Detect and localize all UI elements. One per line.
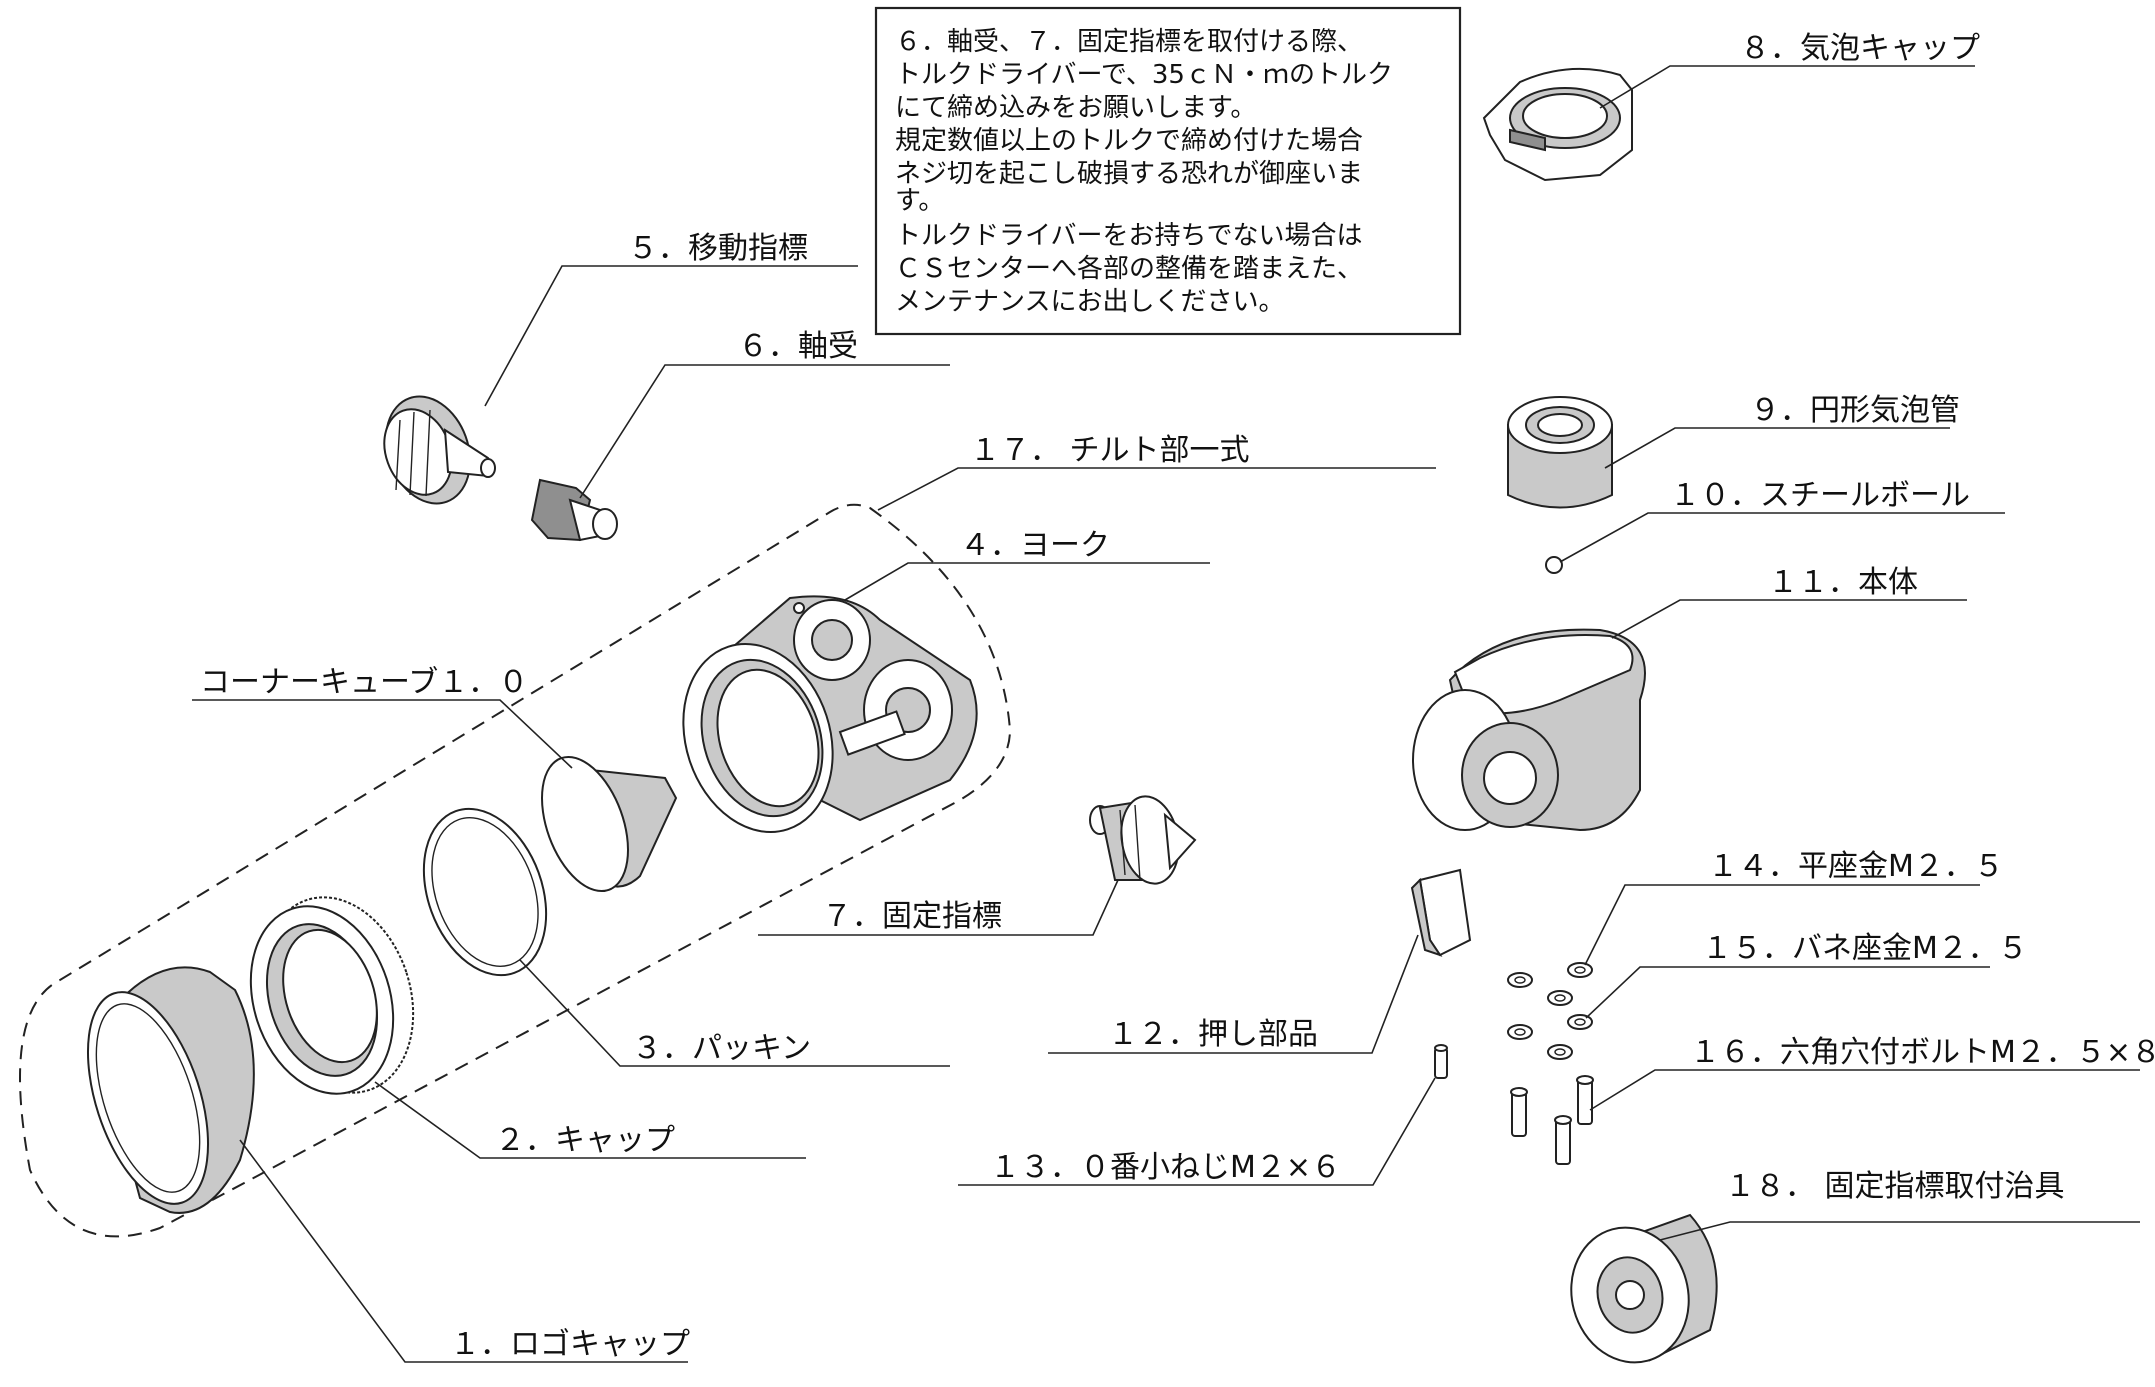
label-flat-washer: １４．平座金M２．５ (1708, 849, 2004, 884)
jig-part (1570, 1213, 1718, 1364)
circular-vial-part (1507, 396, 1613, 509)
label-fixed-indicator: ７．固定指標 (822, 899, 1002, 934)
notice-line-1: ６．軸受、７．固定指標を取付ける際、 (895, 27, 1363, 57)
label-corner-cube: コーナーキューブ１．０ (200, 665, 528, 700)
label-tilt-assembly: １７． チルト部一式 (970, 433, 1250, 468)
label-logo-cap: １．ロゴキャップ (450, 1327, 690, 1362)
notice-line-2: トルクドライバーで、35ｃＮ・ｍのトルク (895, 60, 1393, 90)
corner-cube-part (541, 755, 678, 893)
notice-line-5: ネジ切を起こし破損する恐れが御座いま (895, 159, 1363, 189)
label-push-piece: １２．押し部品 (1108, 1017, 1318, 1052)
logo-cap-part (86, 966, 255, 1214)
label-yoke: ４．ヨーク (960, 528, 1110, 563)
label-hex-bolt: １６．六角穴付ボルトM２．５×８ (1690, 1035, 2155, 1070)
label-spring-washer: １５．バネ座金M２．５ (1702, 931, 2028, 966)
bearing-part (530, 478, 618, 542)
label-jig: １８． 固定指標取付治具 (1725, 1169, 2065, 1204)
notice-line-3: にて締め込みをお願いします。 (895, 93, 1256, 123)
label-moving-indicator: ５．移動指標 (628, 231, 808, 266)
leader-lines (192, 65, 2140, 1363)
moving-indicator-part (383, 395, 496, 505)
label-bearing: ６．軸受 (738, 329, 858, 364)
notice-line-6: す。 (895, 186, 944, 216)
packing-part (422, 807, 548, 977)
notice-line-9: メンテナンスにお出しください。 (895, 287, 1284, 317)
label-bubble-cap: ８．気泡キャップ (1740, 31, 1980, 66)
main-body-part (1412, 628, 1646, 832)
label-small-screw: １３．０番小ねじM２×６ (990, 1150, 1341, 1185)
label-steel-ball: １０．スチールボール (1670, 478, 1970, 513)
label-packing: ３．パッキン (632, 1031, 811, 1066)
yoke-part (682, 595, 978, 833)
notice-line-4: 規定数値以上のトルクで締め付けた場合 (895, 126, 1363, 156)
label-circular-vial: ９．円形気泡管 (1750, 393, 1960, 428)
notice-line-8: ＣＳセンターへ各部の整備を踏まえた、 (895, 254, 1363, 284)
push-piece-part (1410, 868, 1472, 957)
fixed-indicator-part (1089, 795, 1197, 885)
torque-notice-box: ６．軸受、７．固定指標を取付ける際、 トルクドライバーで、35ｃＮ・ｍのトルク … (874, 6, 1462, 336)
tilt-assembly-boundary (19, 503, 1012, 1238)
steel-ball-part (1545, 556, 1563, 574)
notice-line-7: トルクドライバーをお持ちでない場合は (895, 221, 1362, 251)
washer-group (1507, 962, 1593, 1060)
label-cap: ２．キャップ (495, 1123, 675, 1158)
bubble-cap-part (1482, 67, 1633, 182)
hex-bolt-group (1510, 1075, 1594, 1165)
small-screw-part (1434, 1044, 1448, 1079)
cap-part (249, 896, 415, 1095)
label-main-body: １１．本体 (1768, 565, 1918, 600)
